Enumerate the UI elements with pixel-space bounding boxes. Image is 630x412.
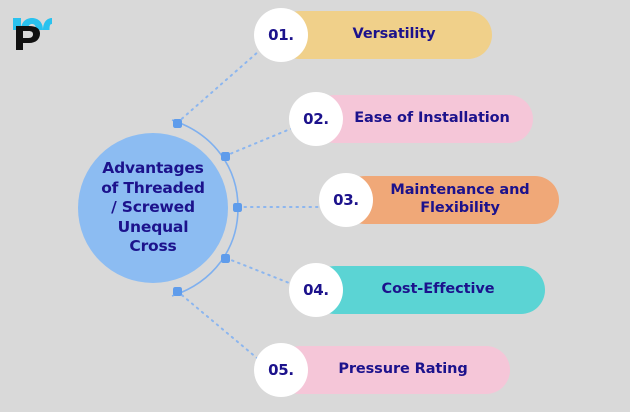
- item-pill-2[interactable]: 02. Ease of Installation: [289, 92, 533, 146]
- logo-mark-p: [16, 26, 40, 50]
- logo-svg: [13, 18, 52, 50]
- item-number-3: 03.: [333, 191, 359, 209]
- logo-mark-top-arch-b: [43, 18, 52, 30]
- item-badge-1[interactable]: 01.: [254, 8, 308, 62]
- item-badge-5[interactable]: 05.: [254, 343, 308, 397]
- connector-line-5: [176, 290, 277, 375]
- arc-node-1: [173, 119, 182, 128]
- arc-node-5: [173, 287, 182, 296]
- center-topic-label: Advantages of Threaded / Screwed Unequal…: [101, 159, 205, 256]
- item-label-3: Maintenance and Flexibility: [390, 182, 530, 216]
- item-badge-2[interactable]: 02.: [289, 92, 343, 146]
- connector-line-1: [176, 36, 276, 124]
- item-label-4: Cost-Effective: [381, 281, 495, 298]
- item-pill-1[interactable]: 01. Versatility: [254, 8, 492, 62]
- center-topic-circle: Advantages of Threaded / Screwed Unequal…: [78, 133, 228, 283]
- arc-node-2: [221, 152, 230, 161]
- arc-node-4: [221, 254, 230, 263]
- pm-monogram-logo: [10, 10, 56, 52]
- item-badge-4[interactable]: 04.: [289, 263, 343, 317]
- item-badge-3[interactable]: 03.: [319, 173, 373, 227]
- item-number-1: 01.: [268, 26, 294, 44]
- item-pill-4[interactable]: 04. Cost-Effective: [289, 263, 545, 317]
- item-number-2: 02.: [303, 110, 329, 128]
- item-number-4: 04.: [303, 281, 329, 299]
- item-label-2: Ease of Installation: [354, 110, 510, 127]
- arc-node-3: [233, 203, 242, 212]
- item-pill-3[interactable]: 03. Maintenance and Flexibility: [319, 173, 559, 227]
- item-label-5: Pressure Rating: [338, 361, 468, 378]
- item-number-5: 05.: [268, 361, 294, 379]
- item-label-1: Versatility: [352, 26, 436, 43]
- item-pill-5[interactable]: 05. Pressure Rating: [254, 343, 510, 397]
